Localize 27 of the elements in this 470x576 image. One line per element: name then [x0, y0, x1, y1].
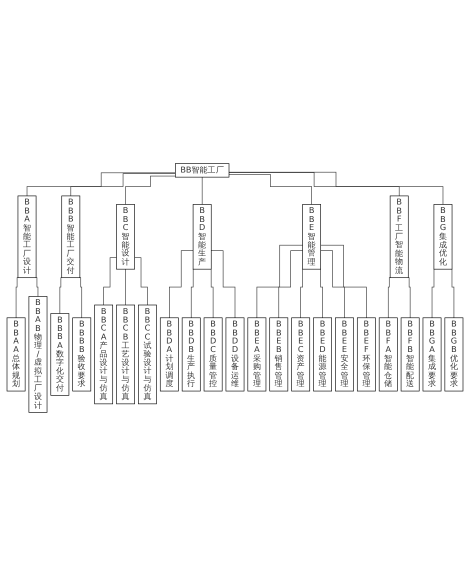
- connector: [169, 250, 194, 318]
- connector: [125, 268, 126, 306]
- connector: [256, 244, 303, 318]
- connector: [60, 277, 62, 314]
- connector: [278, 250, 303, 318]
- connector: [210, 250, 236, 318]
- connector: [408, 277, 410, 318]
- connector: [70, 173, 176, 196]
- connector: [103, 257, 117, 306]
- connector: [16, 277, 18, 318]
- connector: [318, 268, 323, 318]
- connector: [26, 172, 176, 196]
- connector: [125, 176, 176, 205]
- connector: [432, 268, 436, 318]
- connector: [320, 244, 367, 318]
- connector: [388, 277, 391, 318]
- connector: [134, 257, 148, 306]
- connector: [36, 277, 38, 297]
- connector: [320, 250, 345, 318]
- connector: [190, 268, 196, 318]
- connector: [228, 174, 312, 205]
- connector: [300, 268, 305, 318]
- connector: [450, 268, 454, 318]
- connector: [208, 268, 214, 318]
- connector: [79, 277, 82, 318]
- connector: [228, 172, 400, 196]
- connector: [228, 172, 444, 205]
